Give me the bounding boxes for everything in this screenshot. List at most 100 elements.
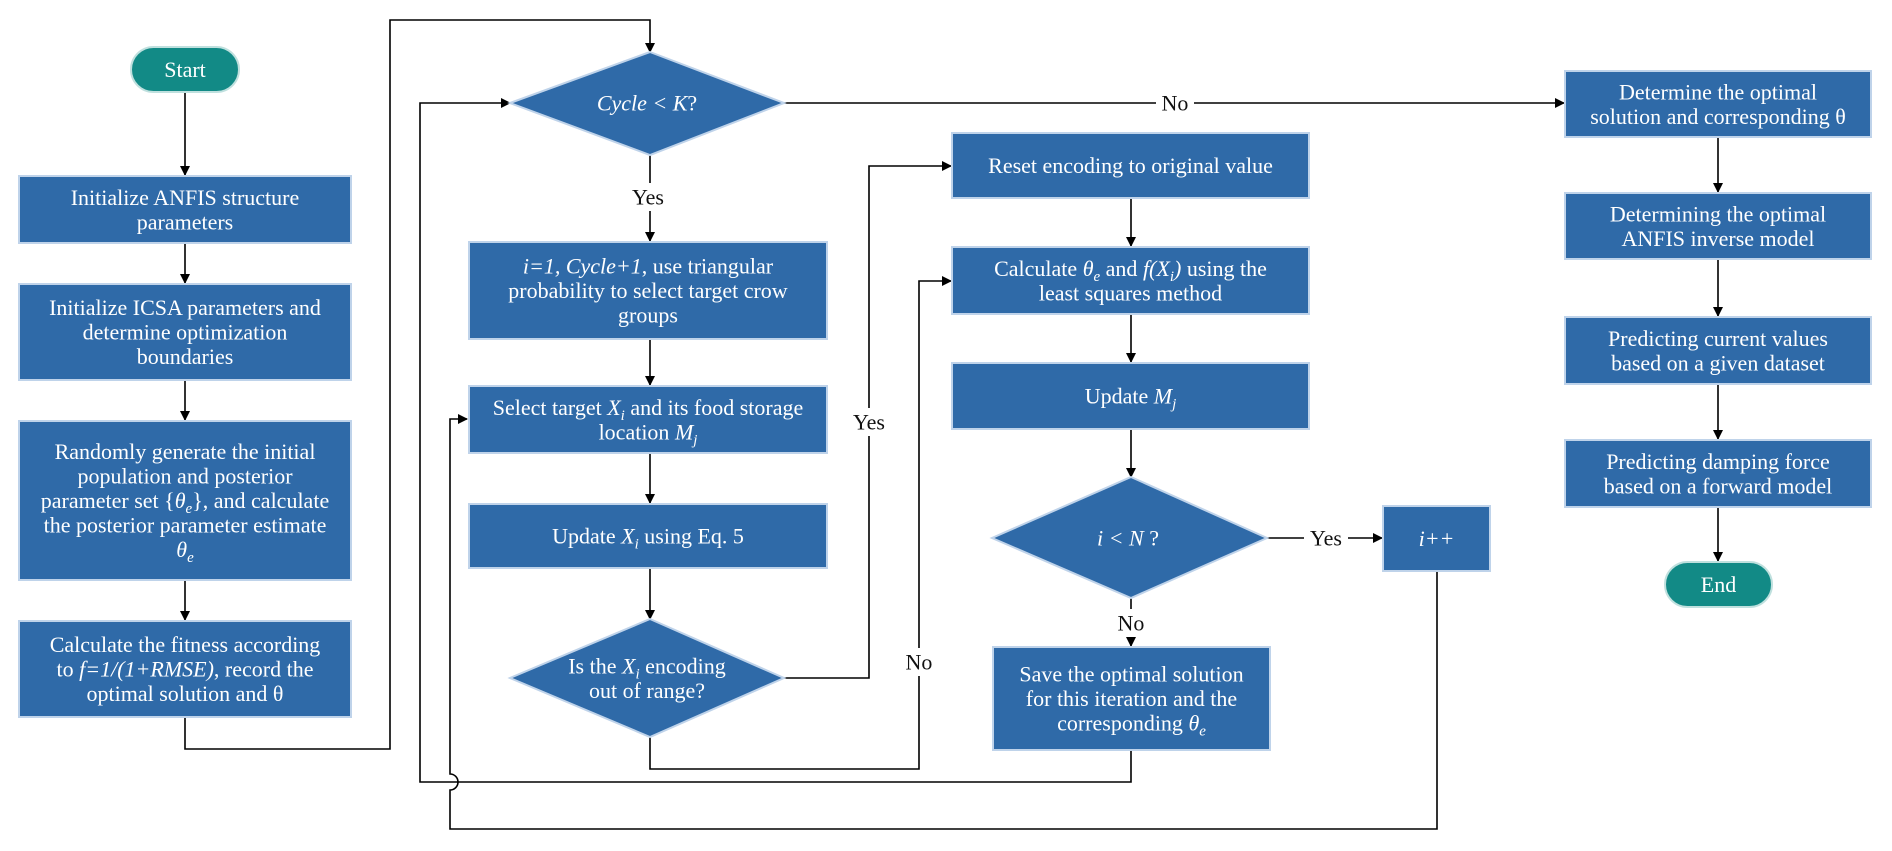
node-text-line: Select target Xi and its food storage (493, 395, 803, 424)
text-run: encoding (640, 653, 726, 678)
text-run: ? (1144, 526, 1159, 551)
node-text-line: out of range? (589, 678, 705, 703)
reset-box (951, 132, 1310, 199)
node-text-line: solution and corresponding θ (1590, 104, 1846, 129)
update-m-label: Update Mj (1085, 384, 1177, 413)
node-text-line: based on a forward model (1604, 473, 1832, 498)
text-run: Reset encoding to original value (988, 153, 1273, 178)
text-run: Select target (493, 395, 607, 420)
predict-damping-box (1564, 439, 1872, 508)
text-run: location (599, 419, 675, 444)
text-run: X (606, 395, 622, 420)
node-text-line: Predicting current values (1608, 326, 1828, 351)
text-run: Determine the optimal (1619, 79, 1817, 104)
subscript-run: e (187, 550, 194, 566)
node-text-line: Is the Xi encoding (568, 653, 726, 682)
node-text-line: i < N ? (1097, 526, 1159, 551)
text-run: θ (1188, 711, 1199, 736)
text-run: parameter set { (41, 488, 175, 513)
text-run: parameters (137, 209, 234, 234)
text-run: solution and corresponding θ (1590, 104, 1846, 129)
cycle-no-label: No (1162, 91, 1189, 116)
node-text-line: Update Xi using Eq. 5 (552, 524, 744, 553)
start-label: Start (164, 57, 206, 82)
text-run: i++ (1419, 526, 1455, 551)
text-run: ANFIS inverse model (1621, 226, 1814, 251)
text-run: , record the (214, 657, 314, 682)
text-run: to (57, 657, 80, 682)
subscript-run: e (186, 501, 193, 517)
text-run: Update (552, 524, 621, 549)
text-run: out of range? (589, 678, 705, 703)
text-run: for this iteration and the (1026, 686, 1237, 711)
subscript-run: j (1170, 397, 1176, 413)
select-target-box (468, 385, 828, 454)
i-check-label: i < N ? (1097, 526, 1159, 551)
end-label: End (1701, 572, 1736, 597)
text-run: ) (1172, 256, 1181, 281)
edge-labels: Yes No Yes No Yes No (626, 89, 1348, 676)
text-run: Start (164, 57, 206, 82)
random-gen-box (18, 420, 352, 581)
subscript-run: e (1094, 269, 1101, 285)
text-run: Cycle < K (597, 91, 689, 116)
text-run: i < N (1097, 526, 1145, 551)
determine-opt-box (1564, 70, 1872, 138)
node-text-line: population and posterior (77, 464, 293, 489)
range-no-label: No (906, 650, 933, 675)
node-text-line: probability to select target crow (508, 278, 788, 303)
text-run: θ (176, 537, 187, 562)
text-run: i=1, Cycle+1 (523, 254, 642, 279)
text-run: the posterior parameter estimate (44, 513, 327, 538)
node-text-line: to f=1/(1+RMSE), record the (57, 657, 314, 682)
node-text-line: optimal solution and θ (87, 681, 284, 706)
text-run: based on a given dataset (1611, 350, 1825, 375)
node-text-line: Determine the optimal (1619, 79, 1817, 104)
text-run: , use triangular (642, 254, 774, 279)
node-text-line: for this iteration and the (1026, 686, 1237, 711)
arrow-range-no-to-calc-theta (649, 276, 952, 770)
i-check-diamond (989, 475, 1270, 600)
subscript-run: e (1199, 724, 1206, 740)
calc-theta-box (951, 246, 1310, 315)
node-text-line: groups (618, 303, 678, 328)
text-run: }, and calculate (192, 488, 329, 513)
node-text-line: corresponding θe (1057, 711, 1206, 740)
text-run: M (1153, 384, 1174, 409)
text-run: Predicting damping force (1606, 449, 1830, 474)
text-run: using Eq. 5 (639, 524, 744, 549)
node-text-line: i=1, Cycle+1, use triangular (523, 254, 774, 279)
node-text-line: Calculate θe and f(Xi) using the (994, 256, 1267, 285)
update-m-box (951, 362, 1310, 430)
subscript-run: i (635, 666, 639, 682)
text-run: f(X (1143, 256, 1171, 281)
i-no-label: No (1118, 611, 1145, 636)
predict-current-box (1564, 316, 1872, 385)
node-text-line: Reset encoding to original value (988, 153, 1273, 178)
text-run: optimal solution and θ (87, 681, 284, 706)
range-yes-label: Yes (853, 410, 885, 435)
node-text-line: θe (176, 537, 194, 566)
text-run: groups (618, 303, 678, 328)
text-run: least squares method (1039, 280, 1222, 305)
node-text-line: Initialize ICSA parameters and (49, 295, 321, 320)
i-inc-box (1382, 505, 1491, 572)
node-text-line: location Mj (599, 419, 698, 448)
text-run: population and posterior (77, 464, 293, 489)
text-run: X (620, 524, 636, 549)
arrow-fitness-to-cycle-check (184, 19, 655, 750)
text-run: and its food storage (625, 395, 803, 420)
update-x-label: Update Xi using Eq. 5 (552, 524, 744, 553)
text-run: M (674, 419, 695, 444)
